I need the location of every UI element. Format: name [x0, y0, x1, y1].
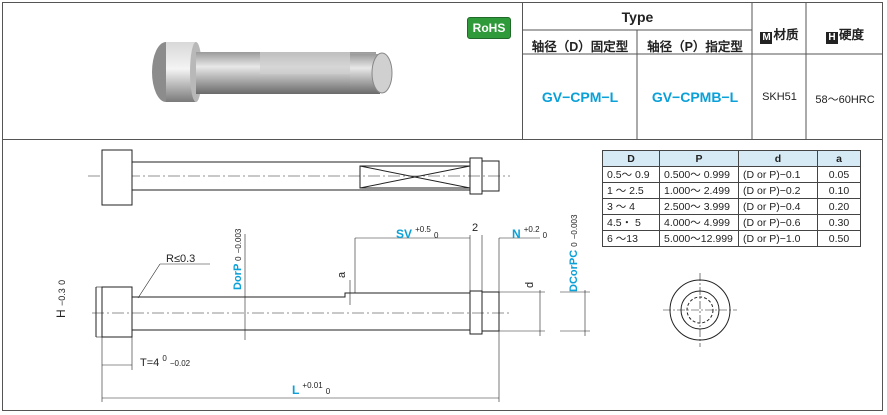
cell-d: 4.5・ 5: [602, 214, 660, 231]
product-image: [152, 42, 393, 102]
t-tol-upper: 0: [162, 354, 167, 363]
type-header: Type: [621, 9, 654, 25]
n-tol-upper: +0.2: [523, 225, 540, 234]
dorp-dimension: DorP 0 −0.003: [232, 229, 244, 290]
cell-small-d: (D or P)−0.2: [738, 182, 818, 199]
hardness-value: 58～60HRC: [815, 94, 875, 106]
cell-p: 5.000～12.999: [659, 230, 739, 247]
sv-tol-upper: +0.5: [415, 225, 431, 234]
l-dimension: L +0.01 0: [292, 381, 330, 397]
dc-tol-lower: −0.003: [570, 214, 579, 240]
dc-tol-upper: 0: [570, 242, 579, 247]
cell-a: 0.20: [817, 198, 861, 215]
header-a: a: [817, 150, 861, 167]
type-table-grid: [522, 2, 883, 139]
cell-p: 4.000～ 4.999: [659, 214, 739, 231]
cell-p: 1.000～ 2.499: [659, 182, 739, 199]
dimension-table-header: D P d a: [602, 150, 861, 167]
cell-a: 0.05: [817, 166, 861, 183]
cell-small-d: (D or P)−1.0: [738, 230, 818, 247]
t-tol-lower: −0.02: [169, 359, 191, 368]
radius-label: R≤0.3: [166, 253, 196, 265]
l-tol-upper: +0.01: [302, 381, 323, 390]
dorp-tol-lower: −0.003: [234, 228, 243, 254]
material-value: SKH51: [762, 91, 797, 103]
two-label: 2: [472, 222, 479, 234]
spec-frame: [2, 2, 883, 411]
cell-a: 0.50: [817, 230, 861, 247]
l-label: L: [292, 383, 300, 397]
cell-p: 2.500～ 3.999: [659, 198, 739, 215]
header-d: D: [602, 150, 660, 167]
cell-small-d: (D or P)−0.4: [738, 198, 818, 215]
header-p: P: [659, 150, 739, 167]
end-view-drawing: [663, 273, 737, 347]
h-dimension: H −0.3 0: [54, 280, 68, 318]
rohs-label: RoHS: [472, 21, 506, 35]
cell-d: 3 ～ 4: [602, 198, 660, 215]
type-p-value: GV−CPMB−L: [651, 89, 739, 105]
cell-a: 0.30: [817, 214, 861, 231]
hardness-icon: H: [825, 32, 838, 44]
h-label: H: [54, 309, 68, 318]
technical-drawing: [88, 149, 590, 402]
hardness-header-label: 硬度: [838, 28, 864, 42]
h-tol-upper: 0: [57, 279, 67, 285]
cell-small-d: (D or P)−0.6: [738, 214, 818, 231]
dorp-label: DorP: [232, 263, 244, 290]
sv-tol-lower: 0: [433, 231, 439, 240]
d-label: d: [524, 281, 536, 288]
h-tol-lower: −0.3: [57, 288, 67, 306]
sv-label: SV: [396, 227, 413, 241]
cell-d: 6 ～13: [602, 230, 660, 247]
type-d-value: GV−CPM−L: [541, 89, 619, 105]
t-dimension: T=4 0 −0.02: [140, 354, 190, 369]
cell-small-d: (D or P)−0.1: [738, 166, 818, 183]
n-dimension: N +0.2 0: [512, 225, 547, 241]
l-tol-lower: 0: [325, 387, 331, 396]
dc-dimension: DCorPC 0 −0.003: [568, 215, 580, 292]
col-d-header: 轴径（D）固定型: [531, 40, 629, 54]
material-icon: M: [760, 32, 773, 44]
dc-label: DCorPC: [568, 249, 580, 292]
t-label: T=4: [140, 357, 160, 369]
cell-d: 1 ～ 2.5: [602, 182, 660, 199]
sv-dimension: SV +0.5 0: [396, 225, 438, 241]
cell-a: 0.10: [817, 182, 861, 199]
material-header-label: 材质: [773, 28, 799, 42]
cell-d: 0.5～ 0.9: [602, 166, 660, 183]
n-label: N: [512, 227, 521, 241]
rohs-badge: RoHS: [467, 17, 511, 39]
n-tol-lower: 0: [542, 231, 548, 240]
col-p-header: 轴径（P）指定型: [647, 40, 743, 54]
header-small-d: d: [738, 150, 818, 167]
type-table-left-border: [522, 2, 523, 140]
section-divider: [2, 139, 883, 140]
a-label: a: [336, 271, 348, 278]
cell-p: 0.500～ 0.999: [659, 166, 739, 183]
dorp-tol-upper: 0: [234, 256, 243, 261]
